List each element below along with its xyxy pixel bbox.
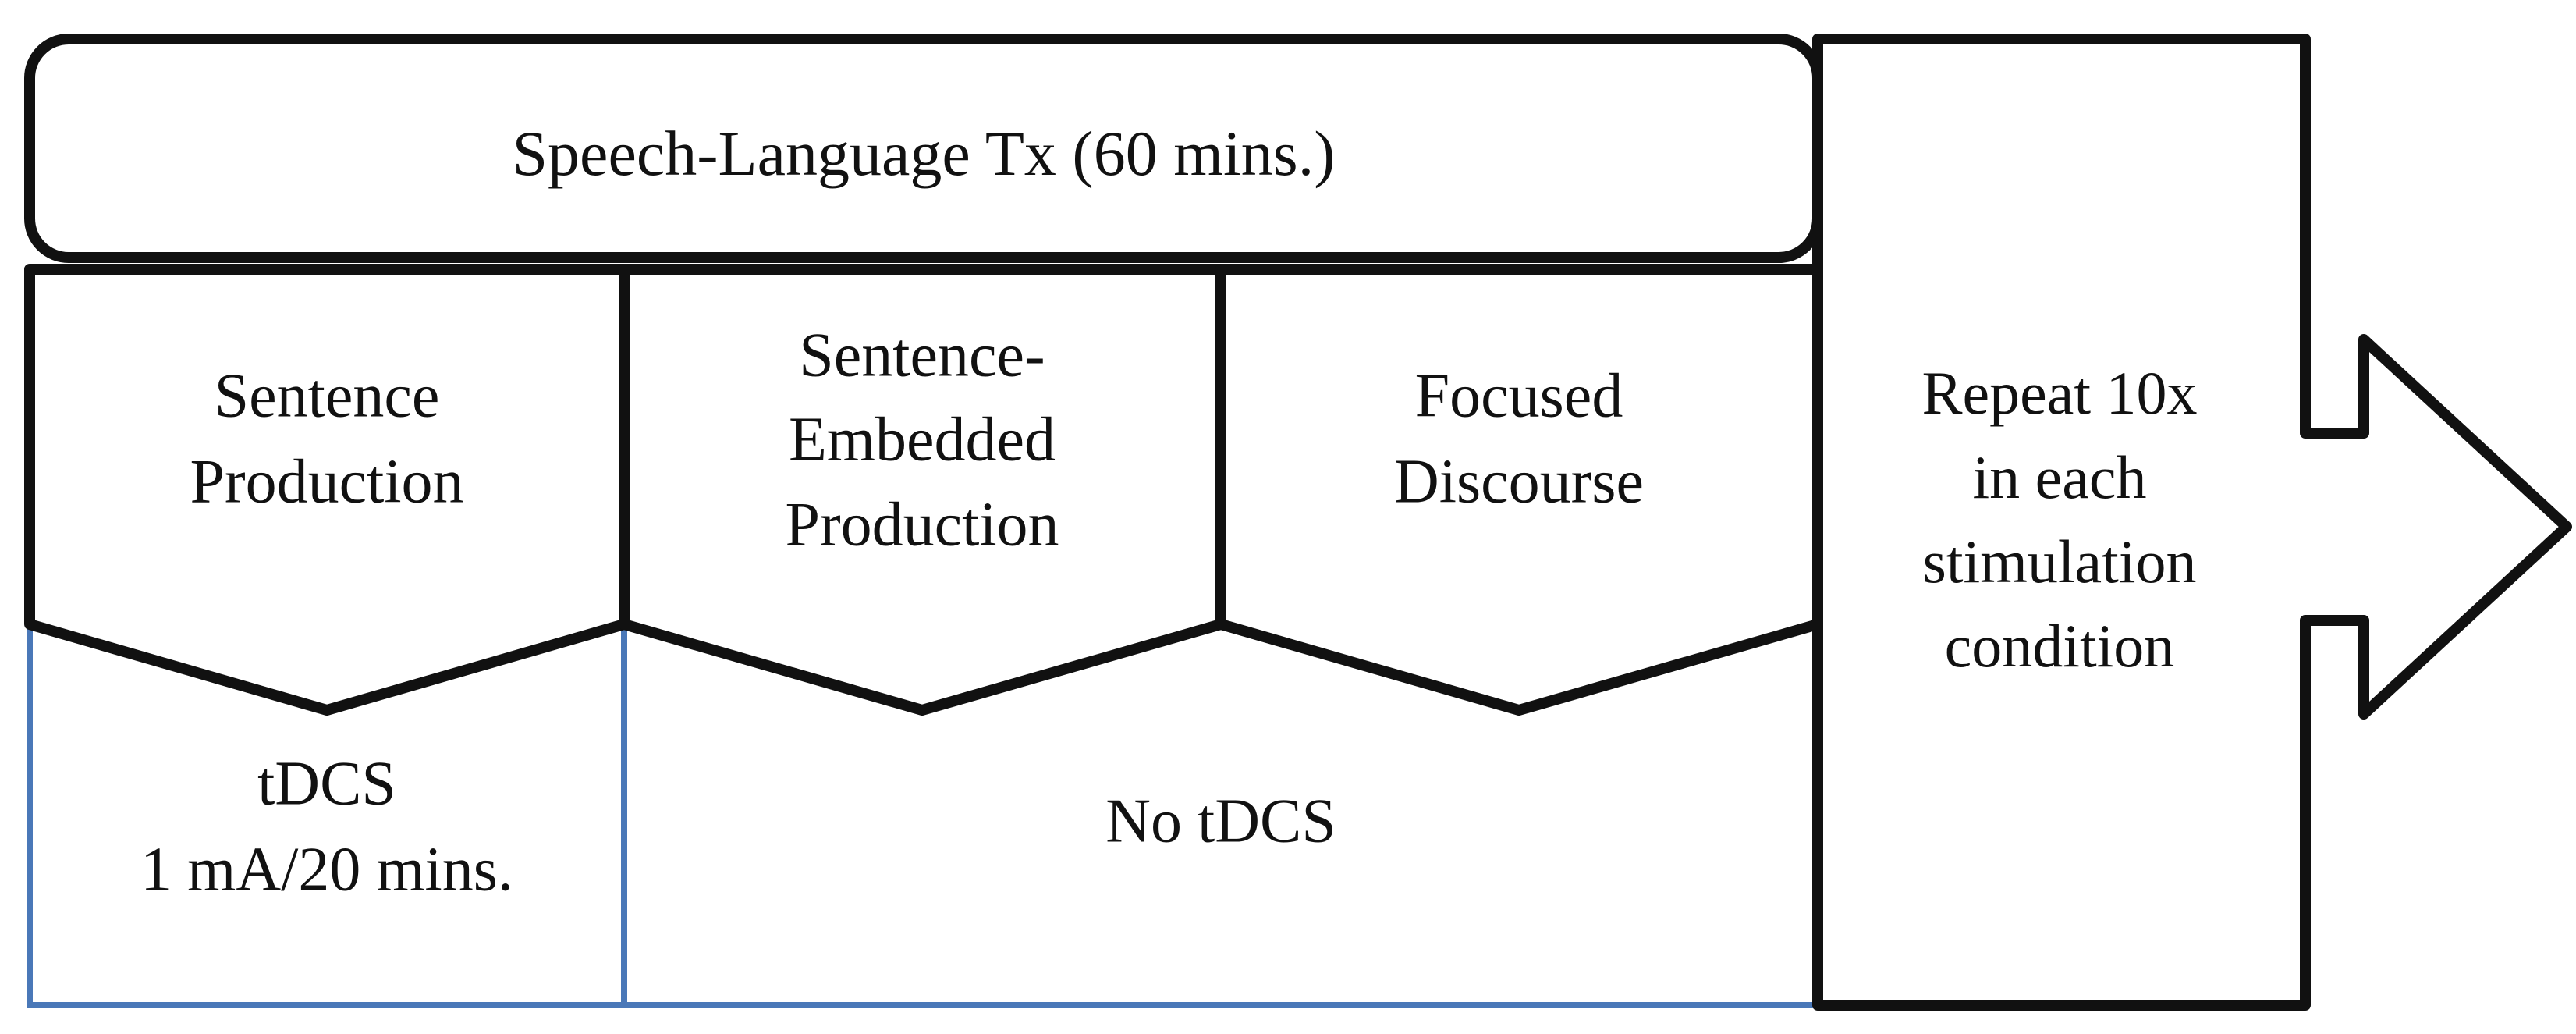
step-2-line-2: Embedded [789,405,1056,474]
tdcs-box-border [27,628,627,1008]
step-2-label: Sentence- Embedded Production [785,321,1059,559]
repeat-line-4: condition [1945,612,2175,680]
repeat-line-3: stimulation [1923,528,2197,595]
repeat-line-2: in each [1972,443,2146,511]
step-1-line-2: Production [190,447,463,516]
step-2-line-1: Sentence- [799,321,1045,389]
repeat-line-1: Repeat 10x [1921,359,2197,427]
treatment-steps [24,264,1823,716]
step-3-label: Focused Discourse [1394,361,1644,516]
step-focused-discourse [1215,264,1823,716]
step-sentence-production [24,264,630,716]
header-label: Speech-Language Tx (60 mins.) [512,118,1335,189]
step-sentence-embedded-production [619,264,1226,716]
repeat-label: Repeat 10x in each stimulation condition [1921,359,2197,680]
step-1-label: Sentence Production [190,361,463,516]
repeat-arrow [1812,34,2572,1011]
stimulation-section [27,628,1818,1008]
step-2-line-3: Production [785,490,1059,559]
step-3-line-2: Discourse [1394,447,1644,516]
tdcs-line-2: 1 mA/20 mins. [140,835,513,904]
step-3-line-1: Focused [1415,361,1623,430]
step-1-line-1: Sentence [215,361,440,430]
tdcs-line-1: tDCS [257,749,396,818]
no-tdcs-label: No tDCS [1105,787,1336,855]
tdcs-label: tDCS 1 mA/20 mins. [140,749,513,904]
